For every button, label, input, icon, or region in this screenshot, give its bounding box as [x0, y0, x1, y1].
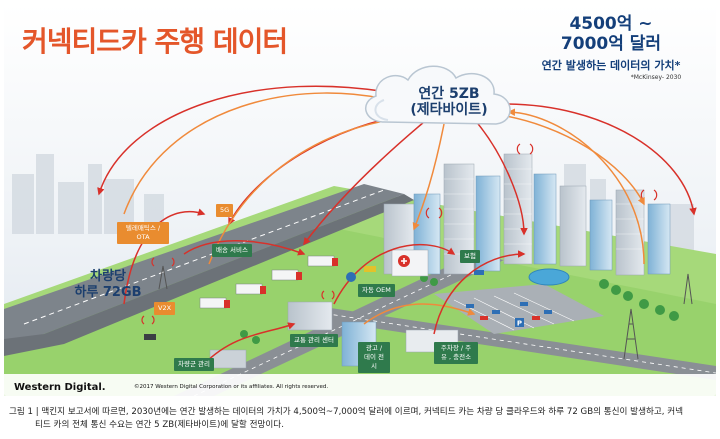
- footer-bar: [4, 374, 716, 396]
- copyright-text: ©2017 Western Digital Corporation or its…: [134, 384, 329, 390]
- label-traffic-center: 교통 관리 센터: [290, 334, 339, 347]
- value-source: *McKinsey- 2030: [630, 74, 682, 81]
- signal-icons: [141, 143, 658, 325]
- city-road-main: [174, 254, 504, 396]
- per-car-line-2: 하루 72GB: [74, 285, 142, 300]
- cloud-label: 연간 5ZB (제타바이트): [390, 86, 508, 118]
- label-parking: 주차장 / 주유 , 충전소: [434, 342, 478, 364]
- location-pins: P: [346, 272, 524, 328]
- label-fleet: 차량군 관리: [174, 358, 214, 371]
- cloud-icon: [365, 65, 511, 125]
- value-line-1: 4500억 ~: [569, 14, 653, 34]
- pond: [528, 268, 570, 286]
- per-car-label: 차량당 하루 72GB: [68, 269, 148, 301]
- value-subtitle: 연간 발생하는 데이터의 가치*: [541, 59, 681, 72]
- parking-lot: [434, 284, 604, 334]
- label-5g: 5G: [216, 204, 234, 217]
- delivery-trucks: [199, 255, 338, 309]
- page-title: 커넥티드카 주행 데이터: [22, 25, 288, 58]
- label-car-oem: 자동 OEM: [358, 284, 395, 297]
- label-insurance: 보험: [460, 250, 480, 263]
- city-scene: P: [4, 4, 716, 396]
- brand-logo: Western Digital.: [14, 382, 106, 393]
- label-delivery: 배송 서비스: [212, 244, 252, 257]
- figure-caption: 그림 1 | 맥킨지 보고서에 따르면, 2030년에는 연간 발생하는 데이터…: [9, 406, 715, 432]
- highway: [4, 184, 404, 344]
- svg-text:P: P: [517, 320, 522, 328]
- data-value-box: 4500억 ~ 7000억 달러 연간 발생하는 데이터의 가치* *McKin…: [516, 14, 706, 81]
- cell-towers: [158, 265, 693, 360]
- label-v2x: V2X: [154, 302, 176, 315]
- cloud-line-1: 연간 5ZB: [418, 86, 480, 102]
- label-telematics: 텔레매틱스 / OTA: [117, 222, 169, 244]
- cars: [144, 266, 484, 340]
- value-line-2: 7000억 달러: [560, 34, 662, 54]
- label-ad: 광고 / 데이 전시: [358, 342, 390, 373]
- cloud-line-2: (제타바이트): [410, 102, 488, 118]
- per-car-line-1: 차량당: [90, 269, 126, 284]
- trees: [240, 274, 679, 344]
- city-road-cross: [294, 304, 716, 380]
- infographic: P 커넥티드카 주행 데이터 4500억 ~ 7000억 달러 연간 발생하는 …: [4, 4, 716, 396]
- caption-line-2: 티드 카의 전체 통신 수요는 연간 5 ZB(제타바이트)에 달할 전망이다.: [35, 420, 284, 430]
- parked-cars: [466, 302, 552, 314]
- caption-line-1: 그림 1 | 맥킨지 보고서에 따르면, 2030년에는 연간 발생하는 데이터…: [9, 407, 684, 417]
